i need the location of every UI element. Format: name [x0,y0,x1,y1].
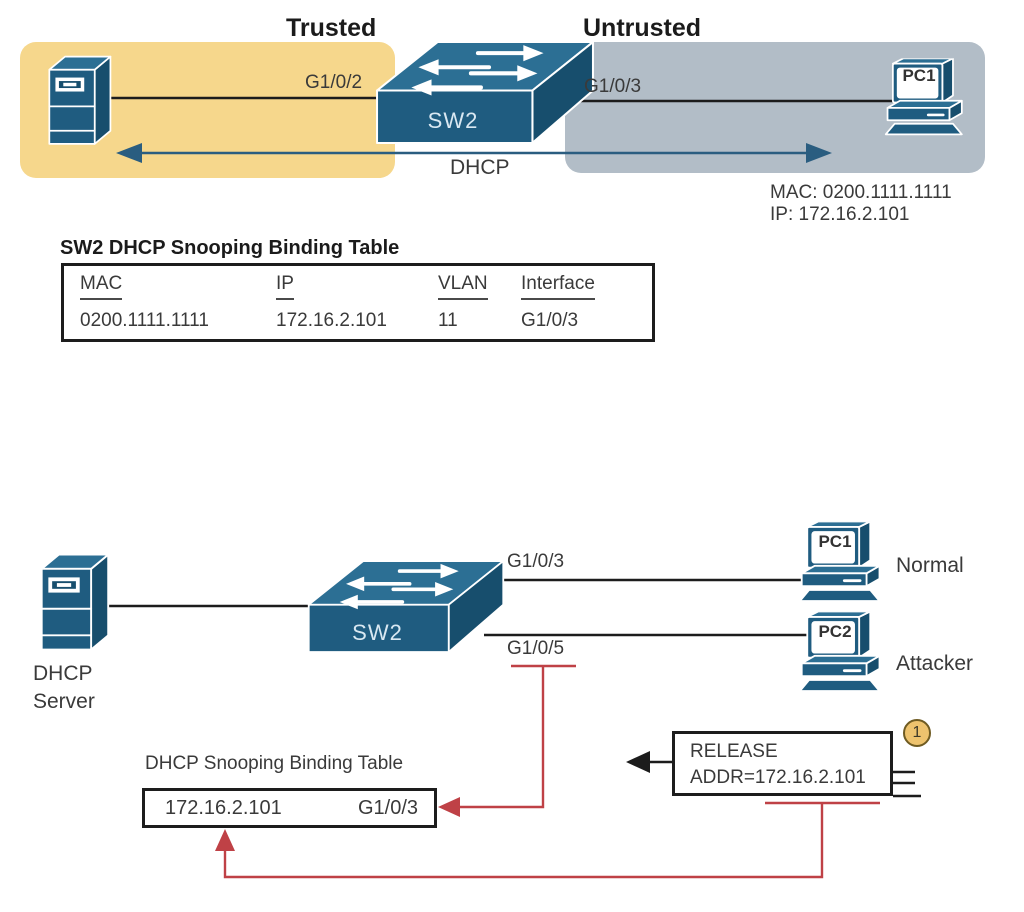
port-label-g102: G1/0/2 [305,72,363,93]
switch-name-label-bottom: SW2 [352,620,403,645]
step-1-badge-number: 1 [912,724,922,741]
dhcp-flow-label: DHCP [450,156,510,179]
switch-name-label: SW2 [427,108,479,133]
binding-row-vlan: 11 [438,310,458,331]
dhcp-flow-arrow [116,143,832,163]
pc2-role-label: Attacker [896,652,974,675]
column-header-mac: MAC [80,273,123,300]
dhcp-server-label-line1: DHCP [33,662,93,685]
binding-row-mac: 0200.1111.1111 [80,310,209,331]
binding-table-top-title: SW2 DHCP Snooping Binding Table [60,237,400,259]
step-1-badge: 1 [903,719,931,747]
port-label-g105: G1/0/5 [507,638,565,659]
untrusted-zone-label: Untrusted [583,14,702,42]
server-icon [44,54,114,150]
pc1-screen-label-bottom: PC1 [818,532,852,551]
dhcp-server-icon [36,548,112,660]
release-direction-arrow [626,751,674,773]
pc1-ip-note: IP: 172.16.2.101 [770,204,910,225]
binding-row-interface: G1/0/3 [521,310,579,331]
column-header-vlan: VLAN [438,273,488,300]
trusted-zone-label: Trusted [286,14,377,42]
port-label-g103-top: G1/0/3 [584,76,642,97]
binding-table-bottom-title: DHCP Snooping Binding Table [145,753,404,774]
red-arrow-release-to-table [215,801,880,879]
release-line1: RELEASE [690,741,778,762]
port-label-g103-bottom: G1/0/3 [507,551,565,572]
pc2-screen-label: PC2 [818,622,852,641]
release-message-box: RELEASE ADDR=172.16.2.101 [672,731,893,796]
binding-table-bottom: 172.16.2.101 G1/0/3 [142,788,437,828]
dhcp-arrowhead-left [116,143,142,163]
column-header-interface: Interface [521,273,595,300]
dhcp-server-label-line2: Server [33,690,95,713]
column-header-ip: IP [276,273,294,300]
pc1-role-label: Normal [896,554,964,577]
release-message-tail [893,770,921,798]
pc1-screen-label: PC1 [902,66,936,85]
binding-table-top: MAC IP VLAN Interface 0200.1111.1111 172… [61,263,655,342]
binding-row-ip: 172.16.2.101 [276,310,387,331]
red-arrow-port-to-table [438,664,576,817]
pc1-mac-note: MAC: 0200.1111.1111 [770,182,952,203]
dhcp-arrowhead-right [806,143,832,163]
binding-bottom-ip: 172.16.2.101 [165,796,282,819]
binding-bottom-interface: G1/0/3 [357,796,418,819]
release-line2: ADDR=172.16.2.101 [690,767,866,788]
